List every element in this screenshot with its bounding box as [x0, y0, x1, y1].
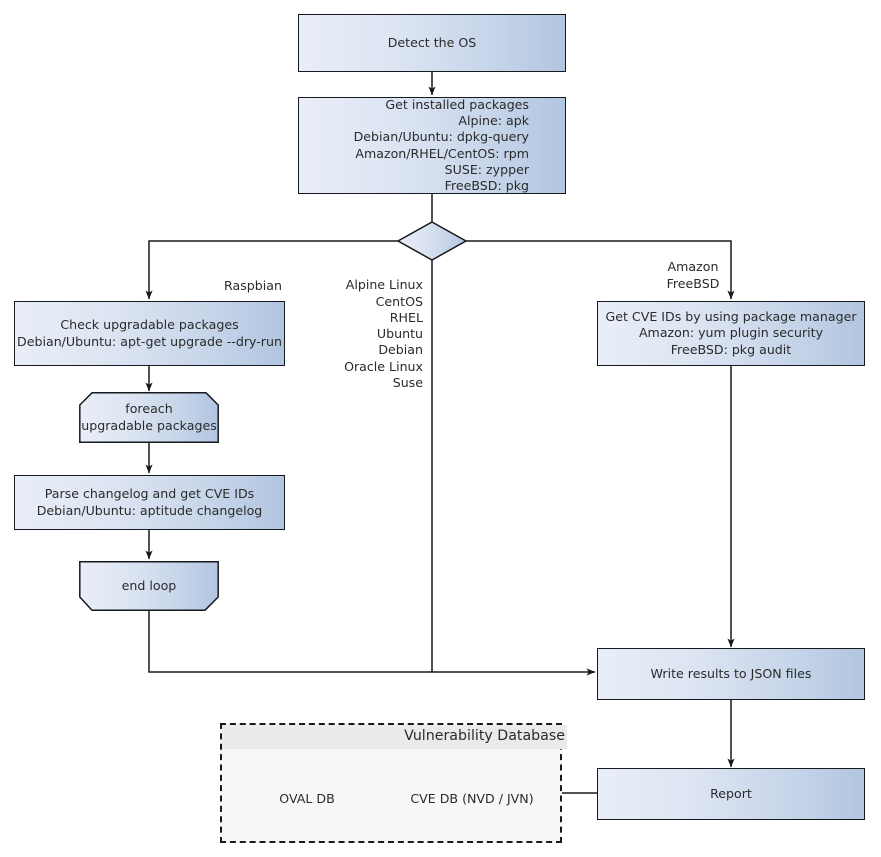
oval-db-node[interactable]: OVAL DB — [232, 764, 382, 826]
node-get-cve-ids[interactable]: Get CVE IDs by using package manager Ama… — [597, 301, 865, 366]
vulnerability-database-title: Vulnerability Database — [222, 725, 567, 749]
node-check-upgradable-packages[interactable]: Check upgradable packages Debian/Ubuntu:… — [14, 301, 285, 366]
node-end-loop-label: end loop — [121, 577, 177, 593]
node-foreach-loop[interactable]: foreach upgradable packages — [79, 392, 219, 443]
node-check-upgradable-packages-label: Check upgradable packages Debian/Ubuntu:… — [17, 317, 282, 349]
node-end-loop[interactable]: end loop — [79, 561, 219, 611]
edge-endloop-to-write — [148, 611, 596, 676]
node-write-results-label: Write results to JSON files — [650, 665, 812, 681]
node-get-installed-packages-label: Get installed packages Alpine: apk Debia… — [353, 96, 529, 194]
edge-label-os-list-text: Alpine Linux CentOS RHEL Ubuntu Debian O… — [344, 277, 423, 391]
oval-db-label: OVAL DB — [279, 790, 335, 806]
node-parse-changelog-label: Parse changelog and get CVE IDs Debian/U… — [36, 486, 263, 518]
node-get-installed-packages[interactable]: Get installed packages Alpine: apk Debia… — [298, 97, 566, 194]
edge-label-os-list: Alpine Linux CentOS RHEL Ubuntu Debian O… — [270, 261, 423, 391]
edge-label-raspbian-text: Raspbian — [224, 278, 282, 294]
decision-diamond — [396, 221, 468, 261]
cve-db-node[interactable]: CVE DB (NVD / JVN) — [400, 764, 544, 826]
cve-db-label: CVE DB (NVD / JVN) — [410, 790, 534, 806]
node-write-results[interactable]: Write results to JSON files — [597, 648, 865, 700]
node-report[interactable]: Report — [597, 768, 865, 820]
vulnerability-database-title-text: Vulnerability Database — [404, 728, 565, 744]
node-detect-os[interactable]: Detect the OS — [298, 14, 566, 72]
node-detect-os-label: Detect the OS — [387, 34, 477, 50]
edge-decision-amazon — [466, 240, 735, 300]
node-report-label: Report — [710, 785, 752, 801]
edge-decision-raspbian — [145, 240, 398, 300]
edge-label-raspbian: Raspbian — [158, 262, 348, 295]
edge-label-amazon-freebsd-text: Amazon FreeBSD — [666, 259, 720, 291]
loop-start-shape — [79, 392, 219, 443]
node-get-cve-ids-label: Get CVE IDs by using package manager Ama… — [605, 309, 857, 357]
node-parse-changelog[interactable]: Parse changelog and get CVE IDs Debian/U… — [14, 475, 285, 530]
node-foreach-loop-label: foreach upgradable packages — [81, 401, 217, 433]
edge-label-amazon-freebsd: Amazon FreeBSD — [613, 243, 773, 292]
loop-end-shape — [79, 561, 219, 611]
